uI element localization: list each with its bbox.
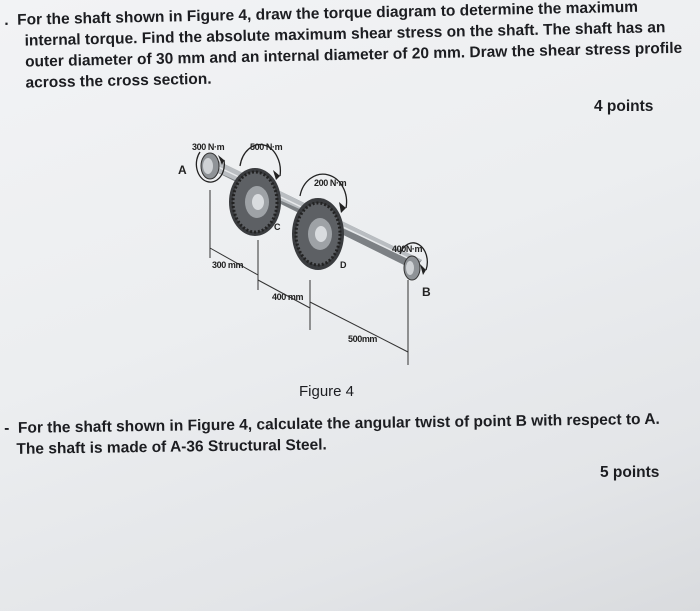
- torque-label-c: 500 N·m: [250, 142, 283, 152]
- question-1-points: 4 points: [594, 98, 654, 115]
- point-label-b: B: [422, 285, 431, 299]
- point-label-c: C: [274, 222, 281, 232]
- question-1-bullet: .: [4, 11, 9, 29]
- torque-arrowheads: [218, 155, 426, 275]
- length-label-ac: 300 mm: [212, 260, 244, 270]
- gear-d: [292, 198, 344, 270]
- point-label-a: A: [178, 163, 187, 177]
- shaft-figure: 300 N·m 500 N·m 200 N·m 400N·m A C D B 3…: [178, 142, 431, 365]
- question-2-points: 5 points: [600, 464, 660, 481]
- torque-arrows: [195, 143, 428, 271]
- figure-caption: Figure 4: [299, 383, 355, 400]
- torque-label-b: 400N·m: [392, 244, 423, 254]
- question-2: - For the shaft shown in Figure 4, calcu…: [4, 409, 675, 460]
- torque-label-a: 300 N·m: [192, 142, 225, 152]
- length-label-db: 500mm: [348, 334, 377, 344]
- length-label-cd: 400 mm: [272, 292, 304, 302]
- torque-label-d: 200 N·m: [314, 178, 347, 188]
- end-a-splines: [200, 152, 220, 180]
- dimension-lines: [209, 190, 409, 365]
- point-label-d: D: [340, 260, 347, 270]
- end-b-splines: [403, 255, 421, 281]
- question-1: . For the shaft shown in Figure 4, draw …: [4, 0, 682, 94]
- question-2-bullet: -: [4, 419, 10, 437]
- gear-c: [229, 168, 281, 236]
